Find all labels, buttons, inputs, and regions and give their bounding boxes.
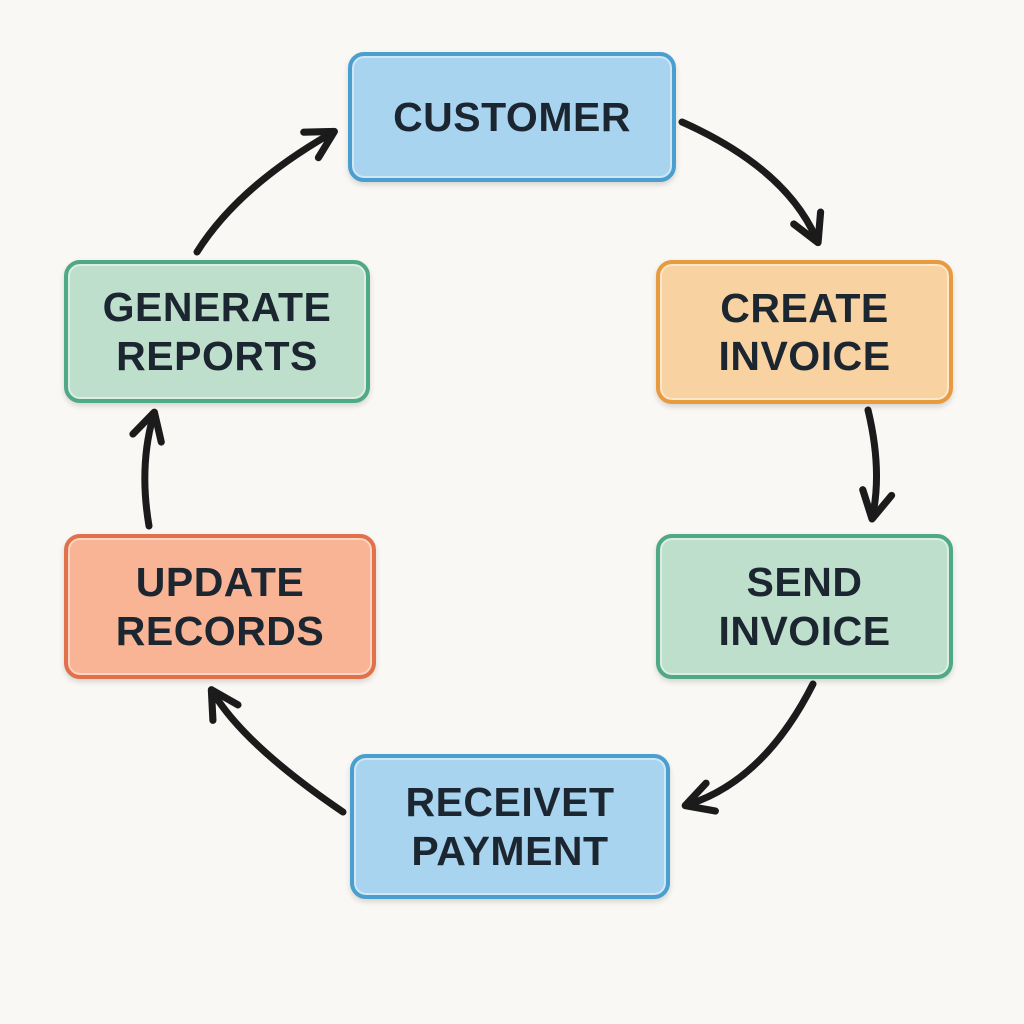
arrow-generate-reports-to-customer — [193, 127, 338, 256]
arrow-create-invoice-to-send-invoice — [859, 406, 896, 523]
node-generate-reports-label: GENERATE REPORTS — [102, 284, 332, 379]
arrow-send-invoice-to-receivet-payment — [681, 680, 817, 815]
node-generate-reports: GENERATE REPORTS — [64, 260, 370, 403]
arrow-customer-to-create-invoice — [678, 118, 825, 247]
arrow-update-records-to-generate-reports — [129, 408, 165, 530]
node-customer-label: CUSTOMER — [393, 93, 631, 140]
node-send-invoice: SEND INVOICE — [656, 534, 953, 679]
node-receivet-payment-label: RECEIVET PAYMENT — [405, 779, 615, 874]
node-create-invoice: CREATE INVOICE — [656, 260, 953, 404]
arrow-receivet-payment-to-update-records — [207, 686, 347, 816]
node-update-records: UPDATE RECORDS — [64, 534, 376, 679]
node-send-invoice-label: SEND INVOICE — [718, 559, 891, 654]
node-receivet-payment: RECEIVET PAYMENT — [350, 754, 670, 899]
node-customer: CUSTOMER — [348, 52, 676, 182]
node-update-records-label: UPDATE RECORDS — [115, 559, 325, 654]
node-create-invoice-label: CREATE INVOICE — [718, 284, 891, 379]
